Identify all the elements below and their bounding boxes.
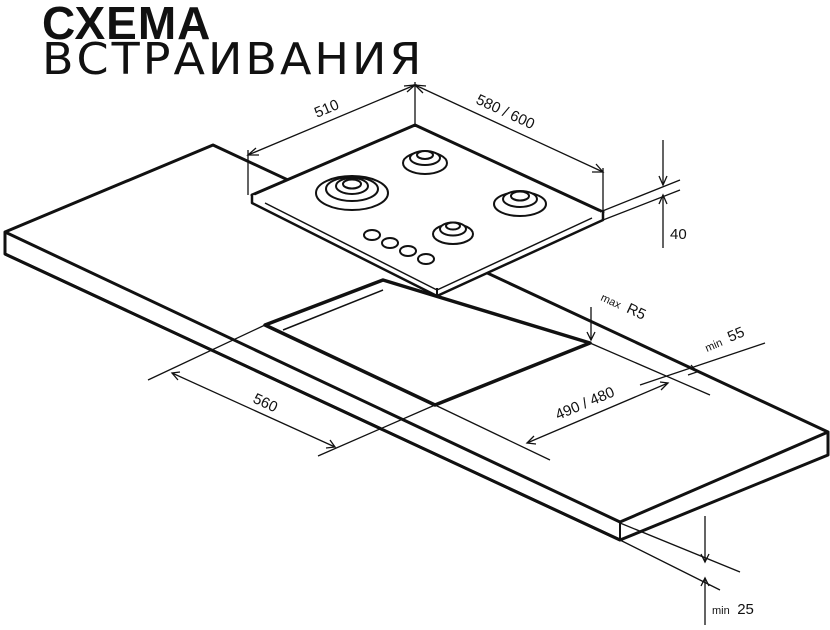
front-clearance-value: 55 (725, 324, 747, 346)
corner-radius-prefix: max (599, 292, 623, 312)
control-knobs (363, 229, 435, 265)
dimension-lines (147, 82, 766, 625)
countertop-thickness-value: 25 (737, 601, 754, 618)
front-clearance-prefix: min (703, 337, 724, 355)
label-corner-radius: max R5 (598, 288, 648, 323)
label-cutout-depth: 560 (250, 390, 280, 416)
title-line-2: ВСТРАИВАНИЯ (42, 33, 425, 85)
label-hob-height: 40 (670, 226, 687, 243)
title-line-1: СХЕМА (42, 0, 212, 49)
corner-radius-value: R5 (624, 300, 649, 324)
burner-large (315, 175, 389, 211)
burner-right (493, 190, 547, 217)
label-front-clearance: min 55 (702, 324, 747, 356)
countertop-thickness-prefix: min (712, 605, 730, 617)
label-countertop-thickness: min 25 (712, 601, 754, 618)
gas-hob (250, 123, 605, 298)
burner-back (402, 150, 448, 175)
burner-front (432, 221, 474, 245)
